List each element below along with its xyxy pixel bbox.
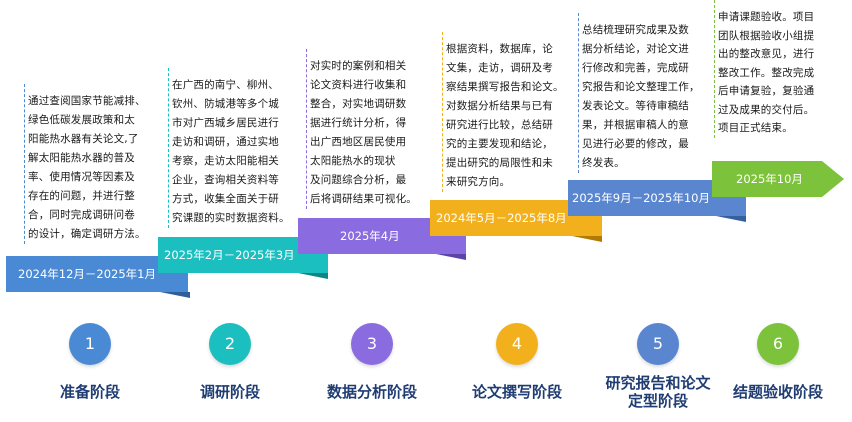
stage-1-date-bar: 2024年12月－2025年1月 bbox=[6, 256, 188, 292]
stage-2-date: 2025年2月－2025年3月 bbox=[164, 248, 295, 262]
stage-2-fold bbox=[298, 273, 328, 279]
stage-4-date: 2024年5月－2025年8月 bbox=[436, 211, 567, 225]
stage-2-label: 调研阶段 bbox=[199, 383, 260, 401]
stage-5-number: 5 bbox=[637, 323, 679, 365]
stage-3-number: 3 bbox=[351, 323, 393, 365]
stage-3-label: 数据分析阶段 bbox=[326, 383, 417, 401]
stage-6-number: 6 bbox=[757, 323, 799, 365]
stage-3-date-bar: 2025年4月 bbox=[298, 218, 466, 254]
stage-6-date-bar: 2025年10月 bbox=[712, 161, 822, 197]
stage-3-description: 对实时的案例和相关 论文资料进行收集和 整合，对实地调研数 据进行统计分析，得 … bbox=[306, 49, 436, 209]
stage-6-date: 2025年10月 bbox=[736, 172, 803, 186]
stage-5-date-bar: 2025年9月－2025年10月 bbox=[568, 180, 746, 216]
stage-1-number: 1 bbox=[69, 323, 111, 365]
stage-1-date: 2024年12月－2025年1月 bbox=[18, 267, 156, 281]
stage-1-label: 准备阶段 bbox=[59, 383, 120, 401]
stage-5-date: 2025年9月－2025年10月 bbox=[572, 191, 710, 205]
stage-6-description: 申请课题验收。项目 团队根据验收小组提 出的整改意见，进行 整改工作。整改完成 … bbox=[714, 0, 844, 138]
stage-6-label: 结题验收阶段 bbox=[732, 383, 823, 401]
stage-5-label: 研究报告和论文 定型阶段 bbox=[605, 374, 711, 410]
stage-3-date: 2025年4月 bbox=[340, 229, 400, 243]
stage-5-description: 总结梳理研究成果及数 据分析结论，对论文进 行修改和完善，完成研 究报告和论文整… bbox=[578, 13, 713, 173]
stage-2-description: 在广西的南宁、柳州、 钦州、防城港等多个城 市对广西城乡居民进行 走访和调研，通… bbox=[168, 68, 308, 228]
stage-2-number: 2 bbox=[209, 323, 251, 365]
stage-3-fold bbox=[436, 254, 466, 260]
stage-1-description: 通过查阅国家节能减排、 绿色低碳发展政策和太 阳能热水器有关论文,了 解太阳能热… bbox=[24, 84, 174, 244]
stage-4-description: 根据资料，数据库，论 文集，走访，调研及考 察结果撰写报告和论文。 对数据分析结… bbox=[442, 32, 577, 192]
stage-5-fold bbox=[716, 216, 746, 222]
stage-4-number: 4 bbox=[496, 323, 538, 365]
timeline-arrow-head bbox=[822, 161, 844, 197]
stage-4-label: 论文撰写阶段 bbox=[471, 383, 562, 401]
stage-4-fold bbox=[572, 236, 602, 242]
stage-1-fold bbox=[160, 292, 190, 298]
